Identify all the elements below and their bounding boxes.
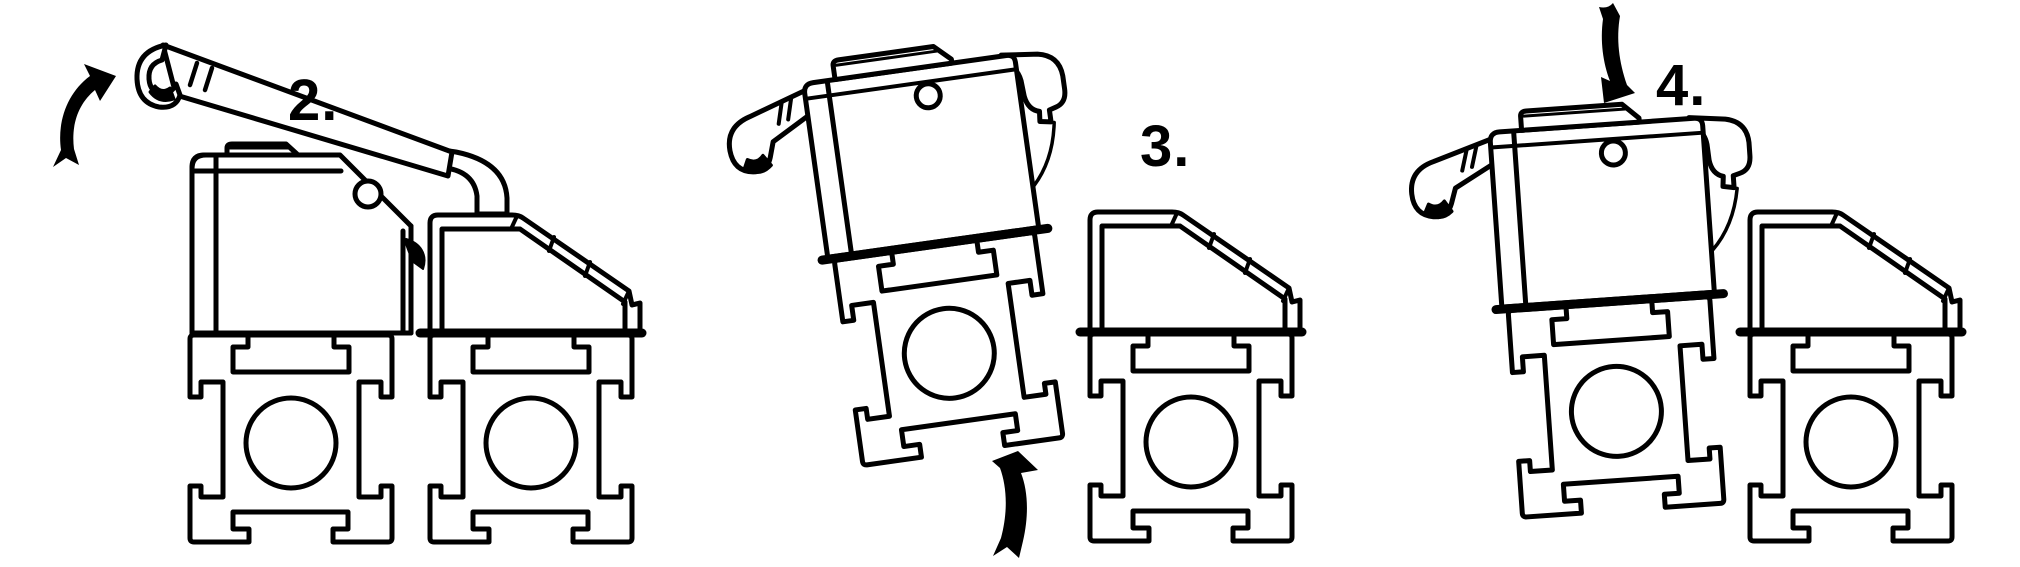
snap-finger <box>404 238 426 270</box>
step-2-label: 2. <box>288 68 339 133</box>
clamp-open <box>134 42 510 336</box>
curved-arrow-down-icon <box>1599 3 1635 103</box>
curved-arrow-up-icon <box>53 64 116 167</box>
curved-arrow-up-icon <box>992 451 1038 558</box>
t-slot-profile-left <box>190 335 392 542</box>
clamp-on-profile-nearly-seated <box>1406 96 1773 524</box>
ramp-block <box>430 215 640 335</box>
t-slot-profile-right <box>430 335 632 542</box>
step4-panel <box>1406 3 1967 541</box>
step3-panel <box>720 29 1307 558</box>
t-slot-profile-with-ramp <box>1075 212 1307 541</box>
step-4-label: 4. <box>1656 53 1707 118</box>
clamp-on-profile-tilted <box>720 29 1113 477</box>
t-slot-profile-with-ramp <box>1735 212 1967 541</box>
step-3-label: 3. <box>1140 114 1191 179</box>
step2-panel <box>53 42 647 542</box>
lever-arm <box>134 42 510 217</box>
